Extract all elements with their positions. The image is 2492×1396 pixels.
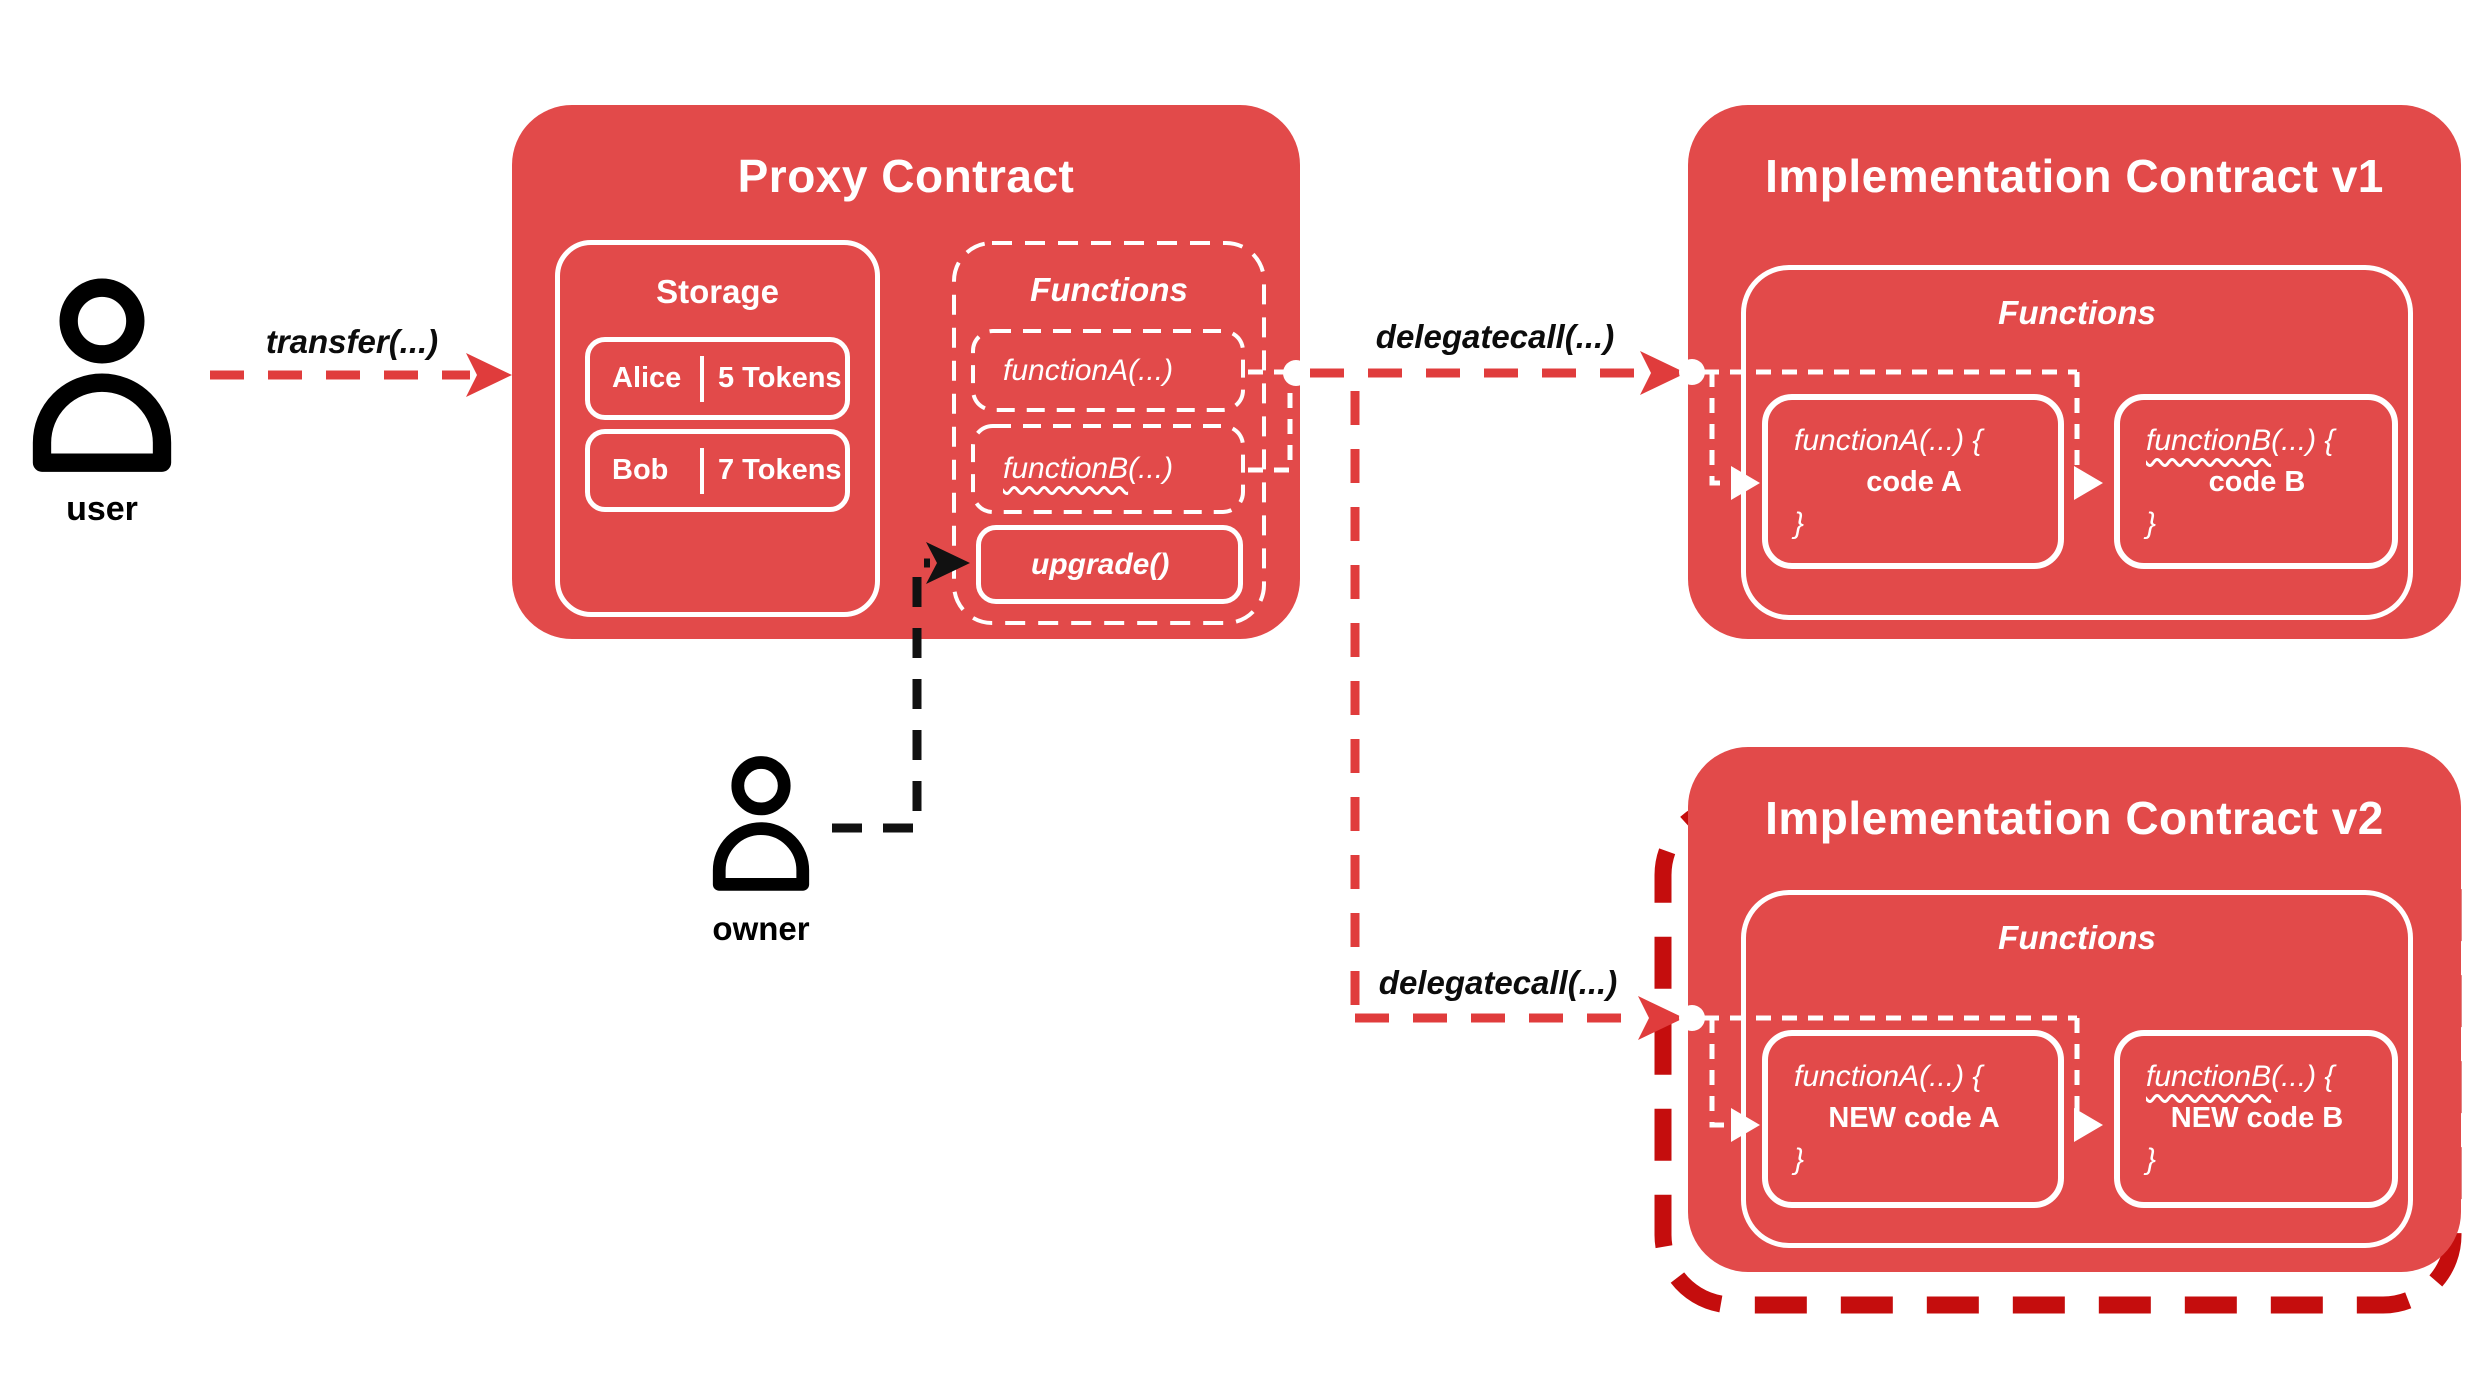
- function-a-name: functionA: [1003, 353, 1129, 387]
- transfer-edge-label: transfer(...): [265, 323, 439, 360]
- proxy-function-b: functionB(...): [973, 426, 1243, 512]
- v2-function-a-code: functionA(...) { NEW code A }: [1762, 1030, 2064, 1208]
- function-b-name: functionB: [1003, 452, 1129, 485]
- v1-functions-title: Functions: [1998, 294, 2156, 331]
- proxy-upgrade-button: upgrade(): [976, 525, 1243, 604]
- delegatecall-v1-label: delegatecall(...): [1375, 318, 1615, 355]
- v1-function-b-code: functionB(...) { code B }: [2114, 394, 2398, 569]
- proxy-contract-box: Proxy Contract Storage Alice 5 Tokens Bo…: [512, 105, 1300, 639]
- v2-function-b-signature: functionB(...) {: [2146, 1060, 2368, 1094]
- v2-function-b-args: (...) {: [2271, 1060, 2335, 1093]
- v1-function-b-close: }: [2146, 507, 2157, 540]
- v2-function-b-body: NEW code B: [2170, 1102, 2344, 1134]
- v2-function-b-code: functionB(...) { NEW code B }: [2114, 1030, 2398, 1208]
- user-label: user: [66, 490, 138, 528]
- v2-function-a-close: }: [1794, 1143, 1805, 1176]
- v2-function-a-signature: functionA(...) {: [1794, 1060, 1983, 1093]
- v1-function-b-args: (...) {: [2271, 424, 2335, 457]
- v1-function-b-signature: functionB(...) {: [2146, 424, 2368, 458]
- storage-row-bob: Bob 7 Tokens: [585, 429, 850, 512]
- owner-label: owner: [712, 910, 810, 947]
- storage-row-value: 7 Tokens: [718, 454, 842, 486]
- proxy-functions-group: Functions: [954, 243, 1264, 309]
- storage-row-divider: [700, 447, 704, 494]
- user-icon: [32, 278, 172, 472]
- implementation-v2-box: Implementation Contract v2 Functions fun…: [1688, 747, 2461, 1272]
- proxy-contract-title: Proxy Contract: [737, 150, 1075, 202]
- delegatecall-v2-arrow: [1350, 391, 1684, 1040]
- storage-row-name: Bob: [612, 454, 669, 486]
- implementation-v2-title: Implementation Contract v2: [1765, 792, 2384, 844]
- v2-function-b-name: functionB: [2146, 1060, 2272, 1093]
- proxy-functions-title: Functions: [1030, 271, 1188, 308]
- v1-function-b-body: code B: [2208, 466, 2306, 498]
- v2-functions-title: Functions: [1998, 919, 2156, 956]
- v1-function-a-signature: functionA(...) {: [1794, 424, 1983, 457]
- function-b-args: (...): [1128, 452, 1174, 485]
- storage-row-name: Alice: [612, 362, 682, 394]
- storage-row-value: 5 Tokens: [718, 362, 842, 394]
- v2-functions-box: Functions functionA(...) { NEW code A } …: [1741, 890, 2413, 1248]
- delegatecall-v2-label: delegatecall(...): [1378, 964, 1618, 1001]
- v1-function-a-close: }: [1794, 507, 1805, 540]
- v2-function-b-close: }: [2146, 1143, 2157, 1176]
- v1-functions-box: Functions functionA(...) { code A } func…: [1741, 265, 2413, 620]
- owner-icon: [712, 756, 810, 891]
- storage-title: Storage: [656, 273, 779, 310]
- v1-function-a-body: code A: [1866, 466, 1962, 498]
- v1-function-b-name: functionB: [2146, 424, 2272, 457]
- v1-function-a-code: functionA(...) { code A }: [1762, 394, 2064, 569]
- function-a-args: (...): [1128, 353, 1174, 387]
- storage-row-alice: Alice 5 Tokens: [585, 337, 850, 420]
- delegatecall-v1-arrow: [1310, 351, 1686, 395]
- junction-dots: [1283, 359, 1705, 1031]
- proxy-storage-box: Storage Alice 5 Tokens Bob 7 Tokens: [555, 240, 880, 617]
- implementation-v1-box: Implementation Contract v1 Functions fun…: [1688, 105, 2461, 639]
- v2-function-a-body: NEW code A: [1828, 1102, 2000, 1134]
- storage-row-divider: [700, 355, 704, 402]
- proxy-function-a: functionA(...): [973, 331, 1243, 410]
- implementation-v1-title: Implementation Contract v1: [1765, 150, 2384, 202]
